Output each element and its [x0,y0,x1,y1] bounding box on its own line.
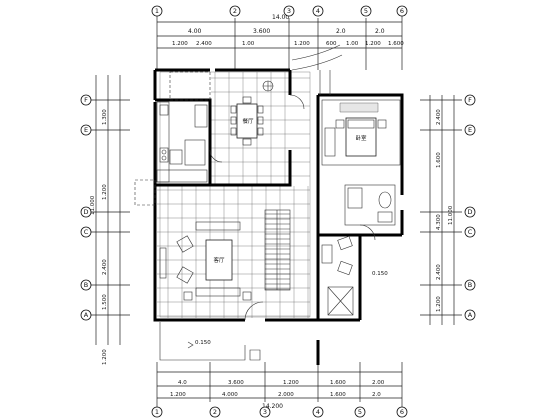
left-dim-5: 1.200 [102,349,108,365]
bottom-dim-r2-1: 1.200 [170,392,186,398]
top-dim-r2-3: 1.00 [242,41,255,47]
right-grid-bubbles: F E D C B A [464,94,476,321]
bottom-dim-r2-4: 1.600 [330,392,346,398]
left-grid-bubbles: F E D C B A [80,94,92,321]
bottom-dim-5: 2.00 [372,380,385,386]
exterior-walls [153,68,404,322]
grid-right-F: F [468,96,472,104]
top-dim-r2-6: 1.00 [346,41,359,47]
right-dimensions: 2.400 1.600 4.300 2.400 1.200 11.000 [420,95,462,325]
grid-top-5: 5 [364,7,368,15]
living-label: 客厅 [213,256,225,264]
kitchen [156,101,208,183]
floor-tiles [157,71,311,318]
grid-top-2: 2 [233,7,237,15]
top-dim-1: 4.00 [188,28,202,35]
bottom-dim-3: 1.200 [283,380,299,386]
top-dim-r2-1: 1.200 [172,41,188,47]
top-dim-4: 2.0 [375,28,385,35]
bedroom: 卧室 [321,99,401,166]
grid-left-B: B [84,281,88,289]
grid-left-F: F [84,96,88,104]
grid-right-D: D [467,208,472,216]
grid-top-6: 6 [400,7,404,15]
main-level: 0.150 [195,340,211,346]
top-dim-3: 2.0 [336,28,346,35]
right-dim-1: 2.400 [436,109,442,125]
living-room: 客厅 [159,221,252,301]
dashed-outline [134,71,211,206]
grid-top-4: 4 [316,7,320,15]
right-dim-4: 2.400 [436,264,442,280]
left-dim-3: 2.400 [102,259,108,275]
right-dim-3: 4.300 [436,214,442,230]
bottom-dim-r2-5: 2.0 [372,392,381,398]
left-dim-1: 1.300 [102,109,108,125]
door-swings [209,94,305,321]
porch: 0.150 [159,322,320,365]
dining-area: 餐厅 [230,80,274,146]
right-dim-5: 1.200 [436,296,442,312]
top-grid-bubbles: 1 2 3 4 5 6 [151,5,408,17]
bedroom-label: 卧室 [355,134,367,142]
right-level: 0.150 [372,271,388,277]
top-dim-r2-2: 2.400 [196,41,212,47]
bottom-dim-r2-2: 4.000 [222,392,238,398]
grid-left-D: D [83,208,88,216]
left-dim-4: 1.500 [102,294,108,310]
grid-bottom-1: 1 [155,408,159,416]
grid-top-3: 3 [287,7,291,15]
right-lounge: 0.150 [321,235,388,316]
bottom-dim-4: 1.600 [330,380,346,386]
bottom-grid-bubbles: 1 2 3 4 5 6 [151,406,408,418]
grid-left-E: E [84,126,88,134]
left-dimensions: 11.000 1.300 1.200 2.400 1.500 1.200 [90,75,130,365]
bottom-dim-r2-3: 2.000 [278,392,294,398]
top-dim-r2-4: 1.200 [294,41,310,47]
top-dim-r2-8: 1.600 [388,41,404,47]
top-overall-dim: 14.00 [272,14,289,21]
grid-right-A: A [468,311,473,319]
top-dimensions: 14.00 4.00 3.600 2.0 2.0 1.200 2.400 1.0… [156,10,404,70]
grid-bottom-5: 5 [358,408,362,416]
bathroom [344,184,396,241]
bottom-dimensions: 4.0 3.600 1.200 1.600 2.00 1.200 4.000 2… [156,362,403,412]
grid-right-E: E [468,126,472,134]
bottom-dim-2: 3.600 [228,380,244,386]
grid-bottom-4: 4 [316,408,320,416]
entry-curve [291,44,343,95]
grid-bottom-3: 3 [263,408,267,416]
grid-bottom-6: 6 [400,408,404,416]
grid-left-A: A [84,311,89,319]
left-dim-2: 1.200 [102,184,108,200]
top-dim-2: 3.600 [253,28,270,35]
grid-bottom-2: 2 [213,408,217,416]
top-dim-r2-5: 600 [326,41,337,47]
grid-right-B: B [468,281,472,289]
left-overall-dim: 11.000 [90,195,96,215]
right-dim-2: 1.600 [436,152,442,168]
grid-top-1: 1 [155,7,159,15]
grid-left-C: C [84,228,89,236]
staircase [264,209,291,291]
bottom-overall-dim: 14.200 [262,403,283,410]
bottom-dim-1: 4.0 [178,380,187,386]
top-dim-r2-7: 1.200 [365,41,381,47]
dining-label: 餐厅 [242,117,254,125]
right-overall-dim: 11.000 [448,205,454,225]
grid-right-C: C [468,228,473,236]
